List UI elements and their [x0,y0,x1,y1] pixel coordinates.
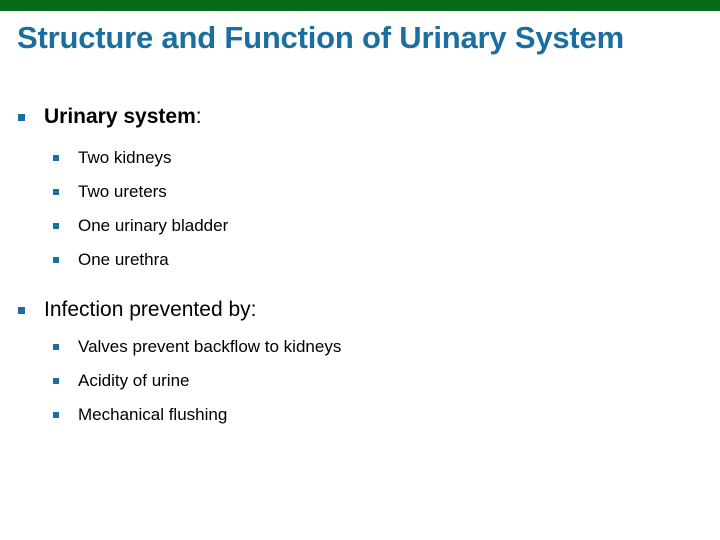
list-item-label: One urinary bladder [78,216,229,235]
square-bullet-icon [53,257,59,263]
bullet-group-urinary-system: Urinary system: Two kidneys Two ureters … [0,104,720,277]
list-item: Valves prevent backflow to kidneys [0,330,720,364]
sub-bullet-list-urinary-system: Two kidneys Two ureters One urinary blad… [0,141,720,277]
bullet-level1-suffix: : [195,105,202,128]
square-bullet-icon [18,307,25,314]
square-bullet-icon [53,412,59,418]
list-item: Mechanical flushing [0,398,720,432]
list-item: Two ureters [0,175,720,209]
list-item-label: Valves prevent backflow to kidneys [78,337,342,356]
list-item: One urinary bladder [0,209,720,243]
bullet-group-infection-prevention: Infection prevented by: Valves prevent b… [0,297,720,432]
bullet-level1-label: Urinary system [44,105,196,128]
bullet-level1-urinary-system: Urinary system: [0,104,720,130]
square-bullet-icon [53,223,59,229]
list-item-label: Mechanical flushing [78,405,228,424]
list-item: One urethra [0,243,720,277]
square-bullet-icon [18,114,25,121]
list-item-label: One urethra [78,250,169,269]
bullet-level1-infection-prevented-by: Infection prevented by: [0,297,720,323]
square-bullet-icon [53,155,59,161]
list-item-label: Two kidneys [78,148,172,167]
list-item: Acidity of urine [0,364,720,398]
list-item: Two kidneys [0,141,720,175]
square-bullet-icon [53,378,59,384]
slide-title: Structure and Function of Urinary System [17,20,624,55]
list-item-label: Acidity of urine [78,371,190,390]
list-item-label: Two ureters [78,182,167,201]
top-accent-bar [0,0,720,11]
square-bullet-icon [53,189,59,195]
bullet-level1-label: Infection prevented by: [44,298,257,321]
square-bullet-icon [53,344,59,350]
slide-body: Urinary system: Two kidneys Two ureters … [0,104,720,432]
sub-bullet-list-infection-prevention: Valves prevent backflow to kidneys Acidi… [0,330,720,432]
